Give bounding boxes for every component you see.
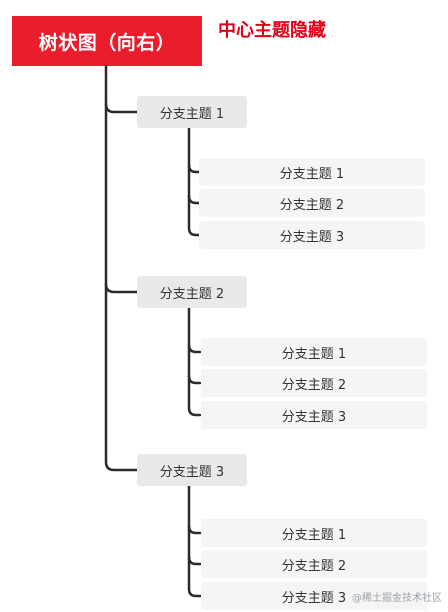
annotation-label: 中心主题隐藏 [218, 20, 326, 41]
connector-branch-2 [104, 282, 139, 294]
subtopic-2-2[interactable]: 分支主题 2 [201, 369, 427, 397]
connector-leaf-1-2 [187, 194, 202, 205]
subtopic-1-2[interactable]: 分支主题 2 [199, 189, 425, 217]
branch-topic-3[interactable]: 分支主题 3 [137, 454, 247, 486]
branch-topic-2[interactable]: 分支主题 2 [137, 276, 247, 308]
watermark: @稀土掘金技术社区 [352, 593, 442, 604]
subtopic-1-3[interactable]: 分支主题 3 [199, 221, 425, 249]
subtopic-2-3[interactable]: 分支主题 3 [201, 401, 427, 429]
trunk-connector [104, 64, 139, 472]
connector-group-2 [187, 306, 202, 417]
connector-branch-1 [104, 102, 139, 114]
connector-leaf-2-1 [187, 343, 202, 354]
subtopic-3-2[interactable]: 分支主题 2 [201, 550, 427, 578]
connector-leaf-3-2 [187, 555, 202, 566]
connector-leaf-2-2 [187, 374, 202, 385]
subtopic-3-1[interactable]: 分支主题 1 [201, 519, 427, 547]
connector-group-3 [187, 484, 202, 598]
subtopic-1-1[interactable]: 分支主题 1 [199, 158, 425, 186]
connector-leaf-3-1 [187, 524, 202, 535]
branch-topic-1[interactable]: 分支主题 1 [137, 96, 247, 128]
subtopic-3-3[interactable]: 分支主题 3 [201, 582, 427, 610]
connector-group-1 [187, 126, 202, 237]
subtopic-2-1[interactable]: 分支主题 1 [201, 338, 427, 366]
connector-leaf-1-1 [187, 163, 202, 174]
root-topic[interactable]: 树状图（向右） [12, 16, 202, 66]
